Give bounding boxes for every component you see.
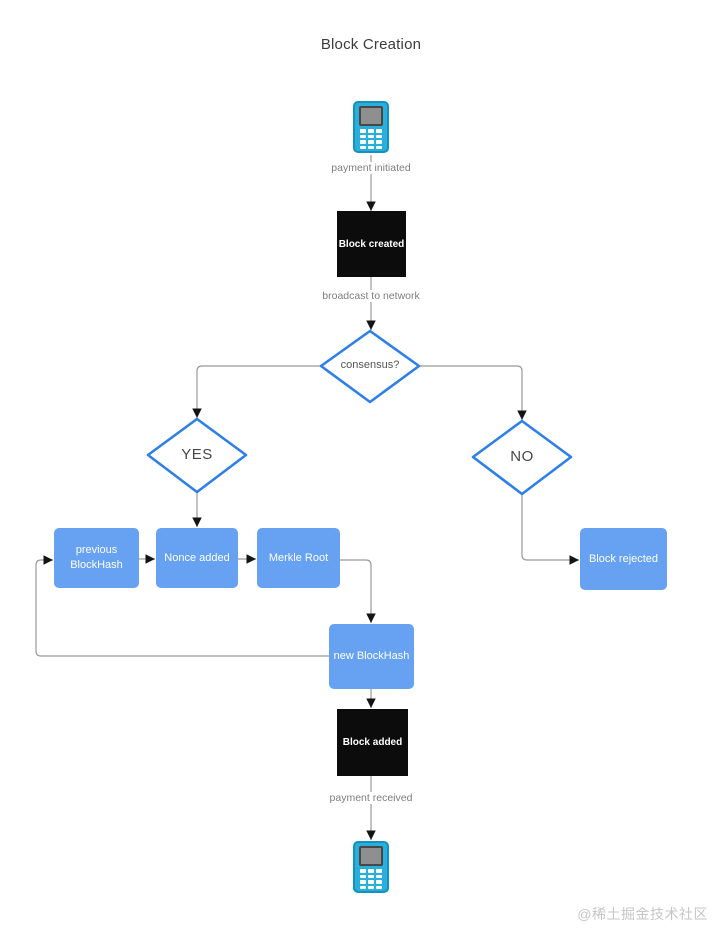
block-added-node: Block added [337, 709, 408, 776]
yes-decision-label: YES [181, 446, 213, 463]
phone-key [368, 874, 374, 878]
phone-screen [359, 846, 383, 866]
phone-key [360, 869, 366, 873]
phone-key [360, 145, 366, 149]
phone-key [376, 134, 382, 138]
new-blockhash-node: new BlockHash [329, 624, 414, 689]
phone-key [376, 880, 382, 884]
edge-label-payment-initiated: payment initiated [261, 162, 481, 174]
phone-key [368, 869, 374, 873]
consensus-decision-diamond [319, 329, 421, 404]
phone-key [368, 140, 374, 144]
edge-merkle-root-to-new-blockhash [340, 559, 376, 623]
watermark: @稀土掘金技术社区 [577, 906, 708, 922]
block-created-node: Block created [337, 211, 406, 277]
phone-screen [359, 106, 383, 126]
edge-label-payment-received: payment received [261, 792, 481, 804]
edge-new-blockhash-to-previous-blockhash [35, 555, 329, 657]
edge-consensus-to-yes [192, 365, 321, 418]
phone-key [376, 885, 382, 889]
phone-key [376, 140, 382, 144]
phone-key [376, 874, 382, 878]
yes-decision-diamond [146, 417, 248, 494]
phone-key [360, 134, 366, 138]
block-rejected-node: Block rejected [580, 528, 667, 590]
phone-key [376, 869, 382, 873]
mobile-phone-icon [353, 841, 389, 893]
phone-key [360, 880, 366, 884]
edge-label-broadcast-to-network: broadcast to network [261, 290, 481, 302]
previous-blockhash-node: previous BlockHash [54, 528, 139, 588]
consensus-decision-label: consensus? [340, 359, 400, 371]
nonce-added-node: Nonce added [156, 528, 238, 588]
phone-key [360, 129, 366, 133]
diagram-title: Block Creation [320, 36, 422, 53]
phone-keypad [360, 869, 382, 889]
phone-key [376, 145, 382, 149]
phone-key [360, 874, 366, 878]
phone-key [360, 140, 366, 144]
phone-key [368, 885, 374, 889]
phone-key [376, 129, 382, 133]
no-decision-diamond [471, 419, 573, 496]
phone-key [368, 134, 374, 138]
phone-key [368, 145, 374, 149]
phone-key [368, 129, 374, 133]
phone-keypad [360, 129, 382, 149]
edge-no-to-block-rejected [521, 494, 579, 565]
no-decision-label: NO [510, 448, 534, 465]
phone-key [368, 880, 374, 884]
mobile-phone-icon [353, 101, 389, 153]
merkle-root-node: Merkle Root [257, 528, 340, 588]
phone-key [360, 885, 366, 889]
edge-consensus-to-no [419, 365, 527, 420]
